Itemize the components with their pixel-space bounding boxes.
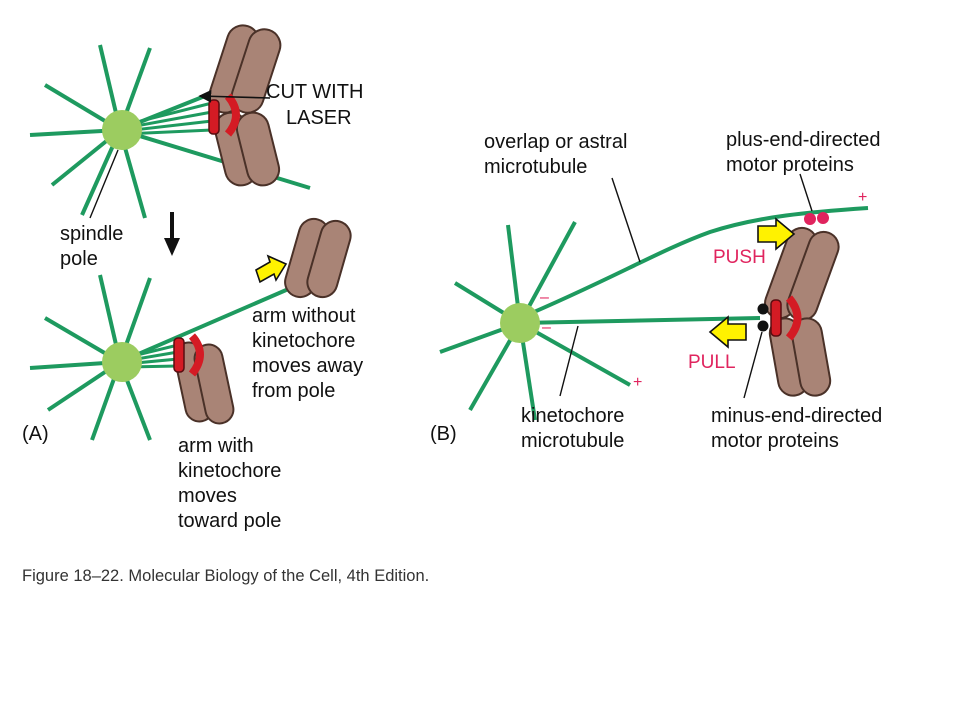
- chromosome-arm-away-from-pole: [284, 217, 352, 299]
- panel-b-letter: (B): [430, 423, 457, 445]
- pull-label: PULL: [688, 352, 736, 373]
- panel-b: PUSH PULL + – – + overlap or astral micr…: [430, 129, 888, 452]
- kinetochore-mt-label: kinetochore microtubule: [521, 405, 630, 452]
- spindle-pole-top: [102, 110, 142, 150]
- minus-motor-label: minus-end-directed motor proteins: [711, 405, 888, 452]
- pole-leader-line: [89, 149, 119, 219]
- cut-label: CUT WITH LASER: [266, 81, 369, 129]
- minus-end-sign-1: –: [540, 289, 549, 306]
- arm-away-label: arm without kinetochore moves away from …: [252, 305, 369, 402]
- minus-motor-leader-line: [743, 331, 763, 399]
- spindle-pole-b: [500, 303, 540, 343]
- panel-a-before-cut: CUT WITH LASER spindle pole: [29, 24, 369, 270]
- chromosome-top: [208, 24, 282, 187]
- overlap-leader-line: [611, 177, 641, 263]
- plus-end-sign: +: [858, 189, 867, 206]
- kinetochore-mt-leader-line: [559, 325, 579, 397]
- figure-caption: Figure 18–22. Molecular Biology of the C…: [22, 567, 429, 585]
- overlap-label: overlap or astral microtubule: [484, 131, 633, 178]
- yellow-arrow-away: [255, 254, 288, 284]
- chromosome-b: [764, 226, 840, 397]
- minus-end-motor-2: [757, 320, 769, 332]
- plus-end-motor-1: [804, 213, 816, 225]
- laser-cut-line: [198, 89, 271, 103]
- pull-arrow: [708, 315, 747, 349]
- kinetochore-microtubule: [519, 316, 761, 325]
- push-arrow: [757, 217, 796, 251]
- plus-motor-label: plus-end-directed motor proteins: [726, 129, 886, 176]
- panel-a-after-cut: arm without kinetochore moves away from …: [22, 217, 369, 532]
- overlap-microtubule: [519, 206, 869, 320]
- minus-end-sign-2: –: [542, 319, 551, 336]
- chromosome-arm-toward-pole: [173, 333, 235, 425]
- spindle-pole-bottom: [102, 342, 142, 382]
- plus-end-sign-aster: +: [633, 374, 642, 391]
- panel-a-letter: (A): [22, 423, 49, 445]
- spindle-pole-label: spindle pole: [60, 223, 129, 270]
- push-label: PUSH: [713, 247, 766, 268]
- plus-end-motor-2: [817, 212, 829, 224]
- arm-toward-label: arm with kinetochore moves toward pole: [178, 435, 287, 532]
- plus-motor-leader-line: [799, 173, 813, 212]
- down-arrow: [164, 212, 180, 256]
- minus-end-motor-1: [757, 303, 769, 315]
